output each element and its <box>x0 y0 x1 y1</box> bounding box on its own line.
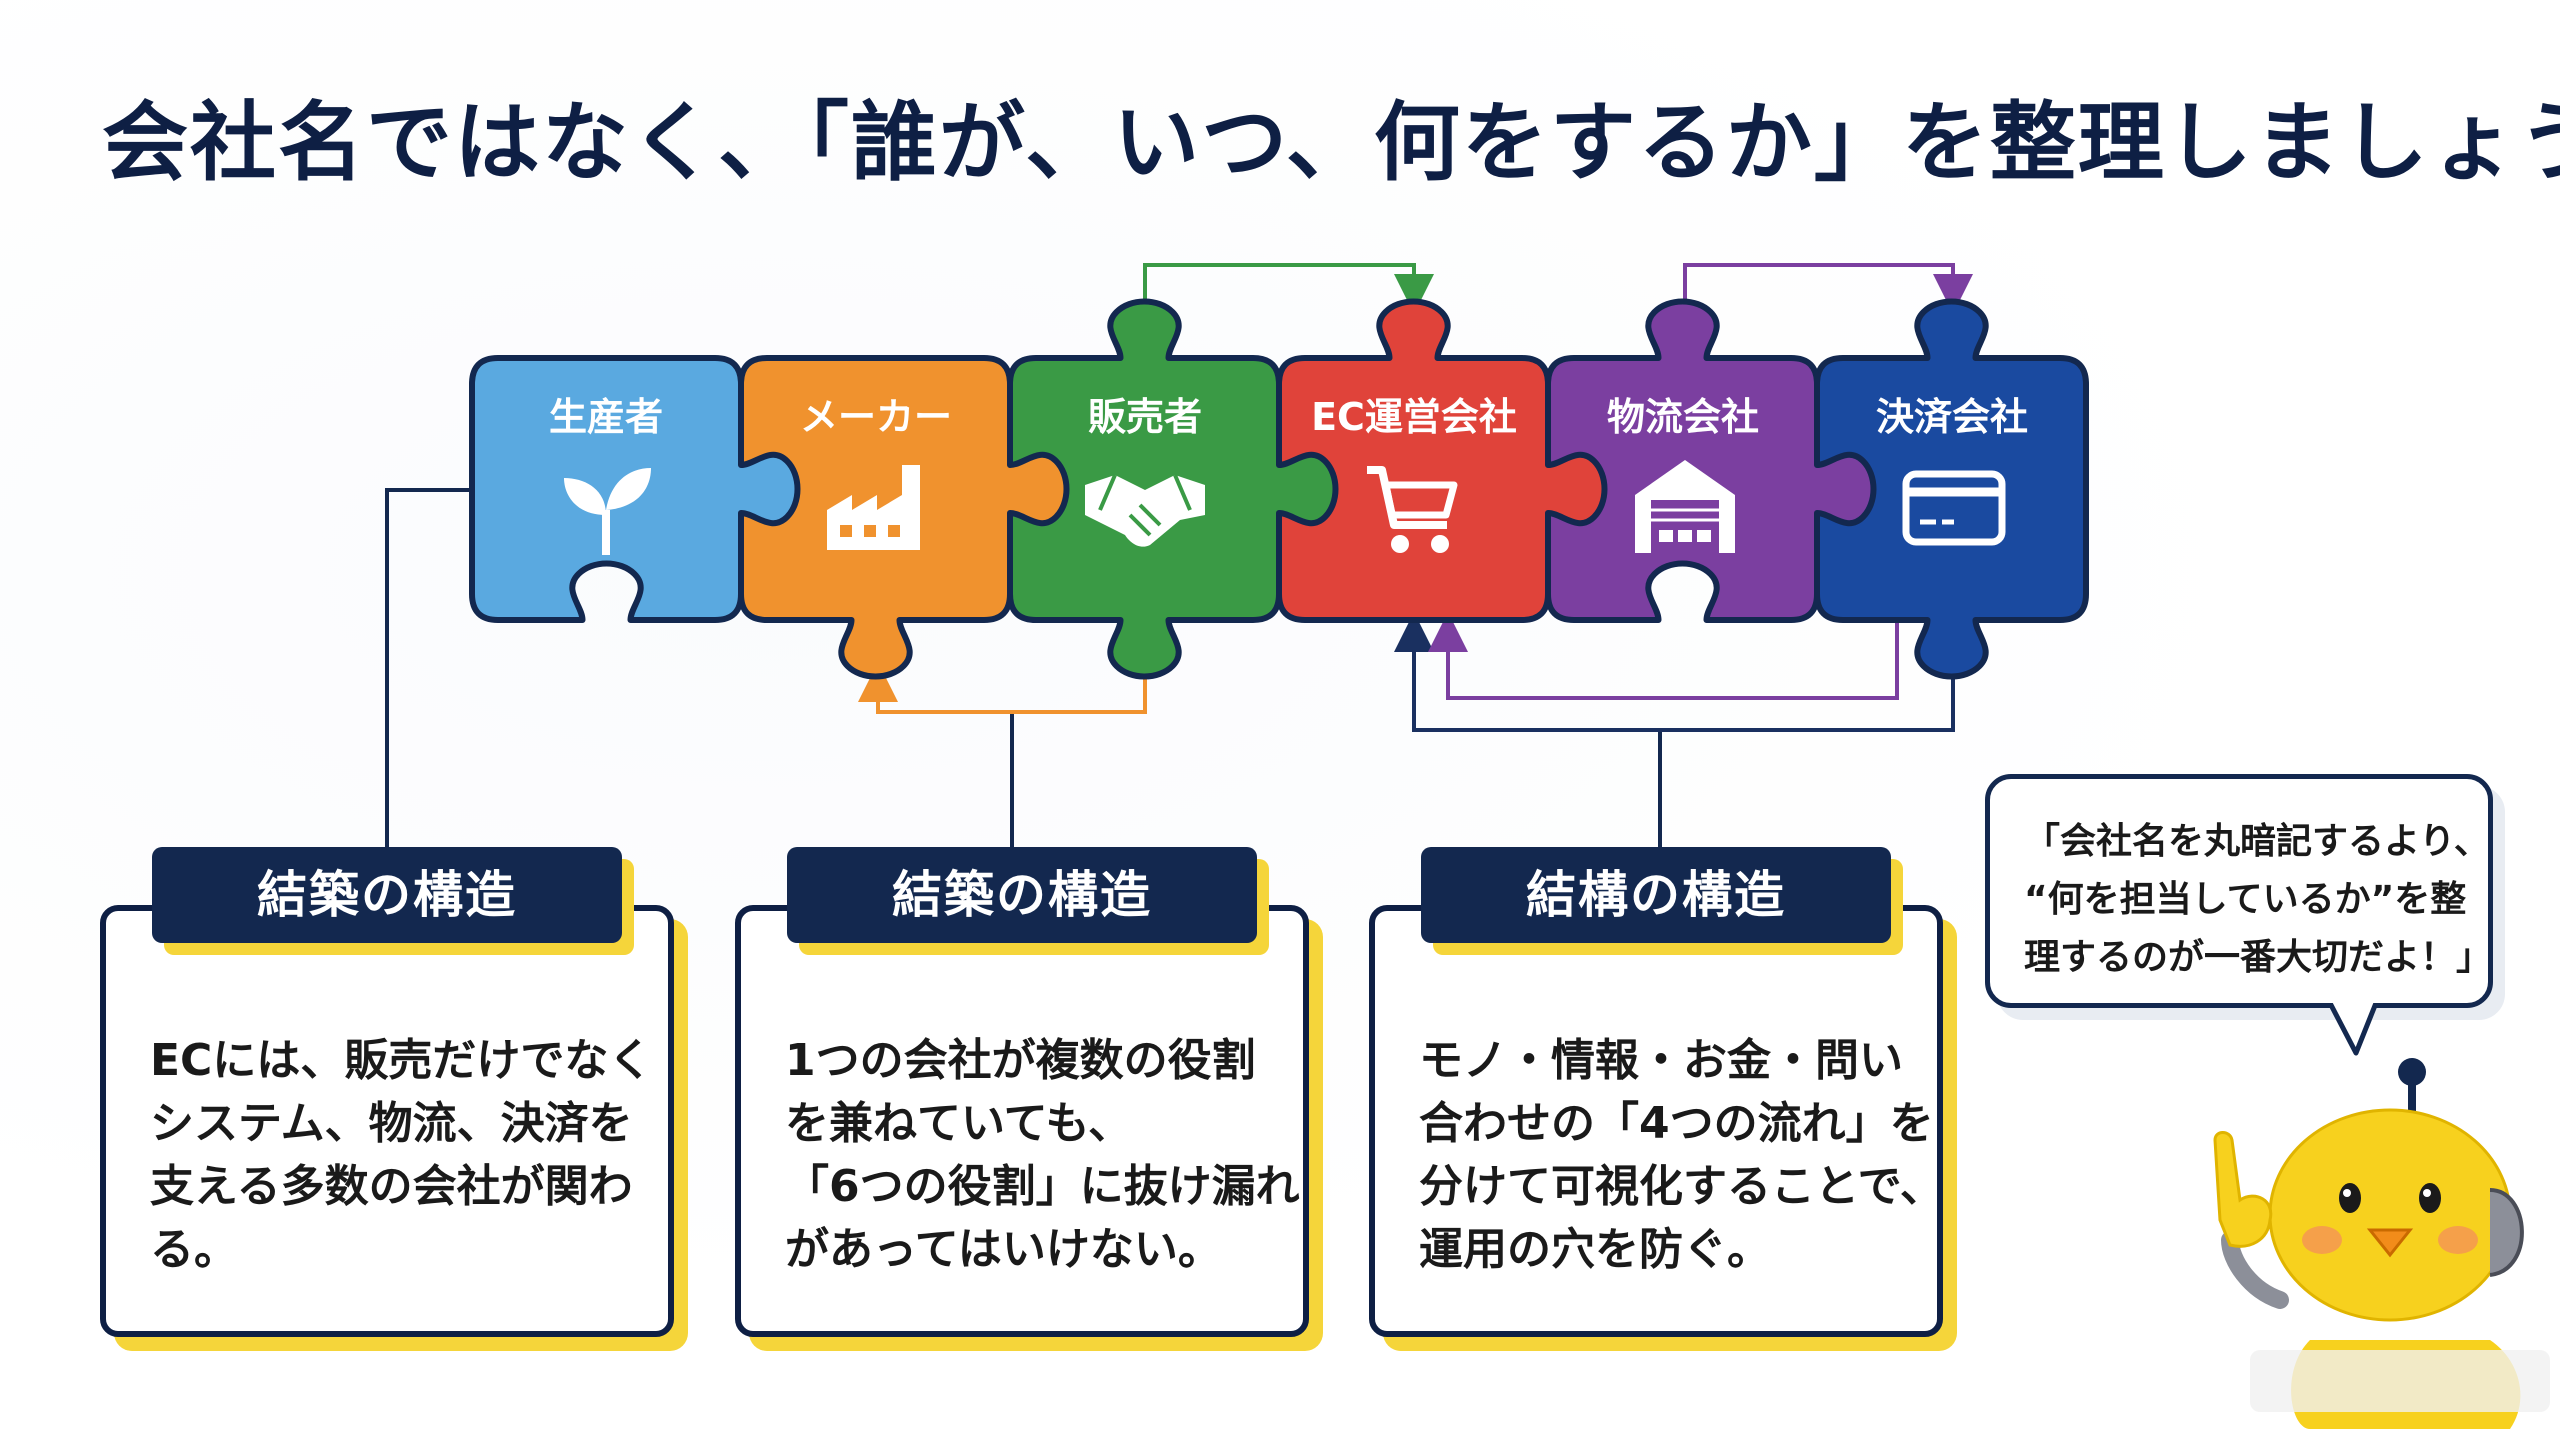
card-title: 結築の構造 <box>787 847 1257 943</box>
piece-label-producer: 生産者 <box>548 395 663 439</box>
speech-bubble-line: “何を担当しているか”を整 <box>2024 879 2467 920</box>
sprout-icon <box>564 468 651 555</box>
shopping-cart-icon <box>1367 466 1458 553</box>
warehouse-icon <box>1635 460 1735 553</box>
card-text-line: 支える多数の会社が関わ <box>150 1161 633 1212</box>
watermark <box>2250 1350 2550 1412</box>
puzzle-pieces <box>469 298 2089 680</box>
connector-producer-card1 <box>385 488 470 870</box>
card-title: 結構の構造 <box>1421 847 1891 943</box>
factory-icon <box>827 465 920 550</box>
credit-card-icon <box>1902 470 2006 546</box>
piece-label-seller: 販売者 <box>1087 395 1202 439</box>
piece-label-ec-operator: EC運営会社 <box>1311 395 1517 439</box>
speech-bubble-tail <box>2327 1003 2379 1056</box>
card-text: ECには、販売だけでなく システム、物流、決済を 支える多数の会社が関わ る。 <box>150 1029 653 1281</box>
page-title: 会社名ではなく、「誰が、いつ、何をするか」を整理しましょう <box>102 93 2560 193</box>
card-text: 1つの会社が複数の役割 を兼ねていても、 「6つの役割」に抜け漏れ があってはい… <box>785 1029 1300 1281</box>
card-text-line: 分けて可視化することで、 <box>1419 1161 1944 1212</box>
arrow-seller-to-ec <box>1143 263 1434 320</box>
card-frame <box>100 905 674 1337</box>
puzzle-piece-ec-operator <box>1276 298 1608 623</box>
card-text-line: 合わせの「4つの流れ」を <box>1419 1098 1934 1149</box>
arrow-logistics-to-ec <box>1428 612 1899 700</box>
card-text-line: を兼ねていても、 <box>785 1098 1133 1149</box>
speech-bubble-line: 「会社名を丸暗記するより、 <box>2024 821 2490 862</box>
role-card-3: 結構の構造 モノ・情報・お金・問い 合わせの「4つの流れ」を 分けて可視化するこ… <box>1369 847 1957 1351</box>
card-title: 結築の構造 <box>152 847 622 943</box>
role-card-2: 結築の構造 1つの会社が複数の役割 を兼ねていても、 「6つの役割」に抜け漏れ … <box>735 847 1323 1351</box>
handshake-icon <box>1085 474 1205 547</box>
speech-bubble: 「会社名を丸暗記するより、 “何を担当しているか”を整 理するのが一番大切だよ！… <box>1985 774 2493 1008</box>
card-text-line: システム、物流、決済を <box>150 1098 633 1149</box>
card-text-line: モノ・情報・お金・問い <box>1419 1035 1903 1086</box>
card-text-line: 運用の穴を防ぐ。 <box>1419 1224 1771 1275</box>
card-text-line: る。 <box>150 1224 238 1275</box>
card-text-line: 「6つの役割」に抜け漏れ <box>785 1161 1300 1212</box>
flow-arrows <box>858 263 1973 732</box>
card-text-line: 1つの会社が複数の役割 <box>785 1035 1256 1086</box>
arrow-payment-to-ec <box>1394 612 1955 732</box>
piece-label-logistics: 物流会社 <box>1606 395 1759 439</box>
card-text: モノ・情報・お金・問い 合わせの「4つの流れ」を 分けて可視化することで、 運用… <box>1419 1029 1944 1281</box>
arrow-logistics-to-payment <box>1683 263 1973 320</box>
card-text-line: があってはいけない。 <box>785 1224 1222 1275</box>
puzzle-piece-logistics <box>1545 298 1877 623</box>
card-frame <box>1369 905 1943 1337</box>
speech-bubble-line: 理するのが一番大切だよ！」 <box>2024 937 2493 978</box>
piece-label-payment: 決済会社 <box>1875 395 2028 439</box>
card-connectors <box>385 488 1662 870</box>
role-card-1: 結築の構造 ECには、販売だけでなく システム、物流、決済を 支える多数の会社が… <box>100 847 688 1351</box>
piece-label-maker: メーカー <box>799 395 952 439</box>
card-text-line: ECには、販売だけでなく <box>150 1035 653 1086</box>
arrow-seller-to-maker <box>858 660 1147 714</box>
card-frame <box>735 905 1309 1337</box>
